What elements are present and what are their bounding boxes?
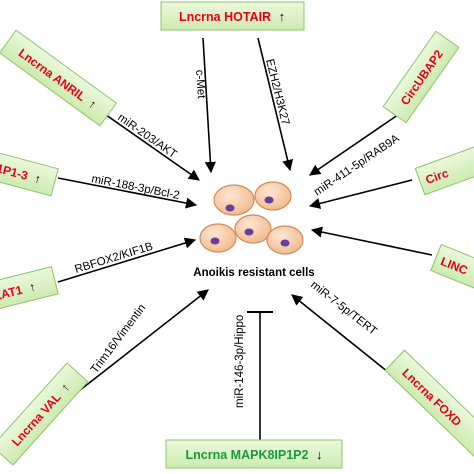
node-foxd: Lncrna FOXD [384,349,474,462]
arrow-anril [98,109,200,181]
node-mapk: Lncrna MAPK8IP1P2 ↓ [165,439,343,469]
cell-nucleus [225,204,235,212]
cell-cluster [199,181,304,255]
arrow-linc [310,226,433,256]
node-label: Lncrna HOTAIR [179,10,271,24]
node-circ: Circ [414,140,474,196]
down-arrow-icon: ↓ [316,447,323,462]
center-label: Anoikis resistant cells [193,267,314,279]
arrow-hotair-cmet [202,37,216,174]
cell-nucleus [210,237,220,245]
label-mir146: miR-146-3p/Hippo [234,315,246,408]
cell-nucleus [280,239,290,247]
svg-text:Lncrna HOTAIR ↑: Lncrna HOTAIR ↑ [179,9,285,24]
up-arrow-icon: ↑ [33,171,42,186]
node-hotair: Lncrna HOTAIR ↑ [160,1,305,31]
up-arrow-icon: ↑ [279,9,286,24]
arrow-val [69,289,209,399]
arrow-circ [308,179,413,209]
label-mir7: miR-7-5p/TERT [308,279,379,338]
arrows [57,37,433,440]
arrow-foxd [291,294,399,381]
arrow-hotair-ezh2 [257,37,294,172]
cell [234,214,272,244]
node-anril: Lncrna ANRIL ↑ [0,29,118,127]
svg-text:Lncrna MAPK8IP1P2 ↓: Lncrna MAPK8IP1P2 ↓ [186,447,323,462]
node-val: Lncrna VAL ↑ [0,362,89,466]
label-cmet: c-Met [193,69,207,99]
node-circubap2: CircUBAP2 [382,30,460,124]
arrow-malat1 [57,237,197,283]
node-label: Lncrna MAPK8IP1P2 [186,448,309,462]
node-doc1p1: OC1P1-3 ↑ [0,142,59,197]
up-arrow-icon: ↑ [28,279,37,294]
arrow-circubap2 [309,107,409,176]
label-trim16: Trim16/Vimentin [89,302,149,376]
cell [199,223,237,253]
label-ezh2: EZH2/H3K27 [263,58,291,127]
label-rbfox2: RBFOX2/KIF1B [73,241,154,276]
node-linc: LINC [430,243,474,302]
node-malat1: ALAT1 ↑ [0,266,59,317]
cell-nucleus [264,196,274,204]
node-label: Lncrna FOXD [399,366,464,430]
arrow-doc1p1 [57,177,198,209]
label-mir203: miR-203/AKT [115,112,178,161]
cell-nucleus [244,228,254,236]
cell [213,184,255,216]
cell [254,181,292,211]
